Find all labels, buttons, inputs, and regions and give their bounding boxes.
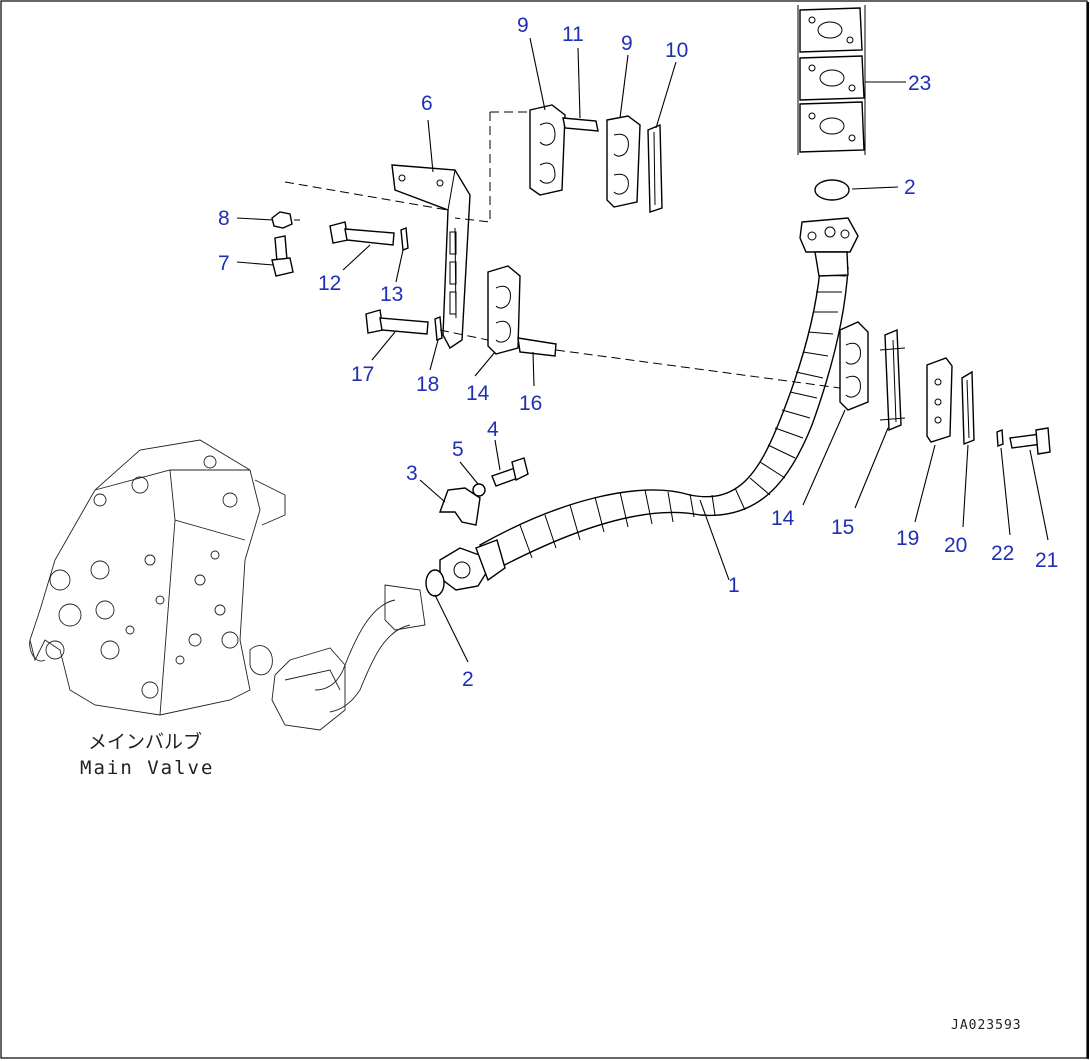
- callout-16: 16: [519, 392, 542, 415]
- callout-11: 11: [562, 23, 584, 46]
- callout-12: 12: [318, 272, 341, 295]
- clamp-3: [439, 487, 481, 526]
- washer-13: [400, 227, 409, 251]
- clamp-set-upper: [529, 104, 663, 213]
- callout-18: 18: [416, 373, 439, 396]
- callout-20: 20: [944, 534, 967, 557]
- bolt-21: [1035, 427, 1051, 455]
- bolt-17: [379, 317, 429, 335]
- assembly-lines: [284, 111, 841, 389]
- main-valve-label-jp: メインバルブ: [88, 730, 202, 753]
- callout-2-upper: 2: [904, 176, 916, 199]
- callout-7: 7: [218, 252, 230, 275]
- callout-10: 10: [665, 39, 688, 62]
- washer-22: [996, 428, 1004, 448]
- washer-18: [434, 316, 443, 341]
- callout-4: 4: [487, 418, 499, 441]
- pin-11: [562, 117, 599, 132]
- callout-21: 21: [1035, 549, 1058, 572]
- callout-1: 1: [728, 574, 740, 597]
- callout-8: 8: [218, 207, 230, 230]
- bracket-6: [391, 164, 471, 350]
- callout-19: 19: [896, 527, 919, 550]
- callout-14-right: 14: [771, 507, 795, 530]
- leader-lines: [236, 37, 1049, 663]
- callout-5: 5: [452, 438, 464, 461]
- o-ring-upper: [814, 179, 850, 201]
- callout-9-right: 9: [621, 32, 633, 55]
- callout-9-left: 9: [517, 14, 529, 37]
- callout-23: 23: [908, 72, 931, 95]
- valve-pipe-drawing: [271, 584, 426, 731]
- clamp-set-right: [839, 321, 1051, 455]
- bolt-12: [344, 228, 395, 246]
- nut-8: [271, 211, 293, 229]
- o-ring-lower: [425, 569, 445, 597]
- pin-16: [517, 337, 557, 357]
- clamp-set-middle: [487, 265, 557, 357]
- callout-2-lower: 2: [462, 668, 474, 691]
- main-valve-drawing: [29, 439, 286, 716]
- callout-3: 3: [406, 462, 418, 485]
- bolt-7: [271, 257, 294, 277]
- fastener-set-left: [271, 211, 443, 341]
- main-valve-label-en: Main Valve: [80, 757, 214, 779]
- washer-5: [472, 483, 486, 497]
- callout-6: 6: [421, 92, 433, 115]
- callout-labels: 1 2 2 3 4 5 6 7 8 9 9 10 11 12 13 14 14 …: [218, 14, 1058, 691]
- callout-13: 13: [380, 283, 403, 306]
- callout-22: 22: [991, 542, 1014, 565]
- drawing-code: JA023593: [951, 1018, 1022, 1033]
- pipe-block-23: [797, 5, 866, 155]
- hose-assembly: [439, 217, 859, 591]
- bolt-4: [511, 457, 529, 482]
- callout-14-left: 14: [466, 382, 490, 405]
- callout-17: 17: [351, 363, 374, 386]
- callout-15: 15: [831, 516, 854, 539]
- clamp-set-hose: [439, 457, 529, 526]
